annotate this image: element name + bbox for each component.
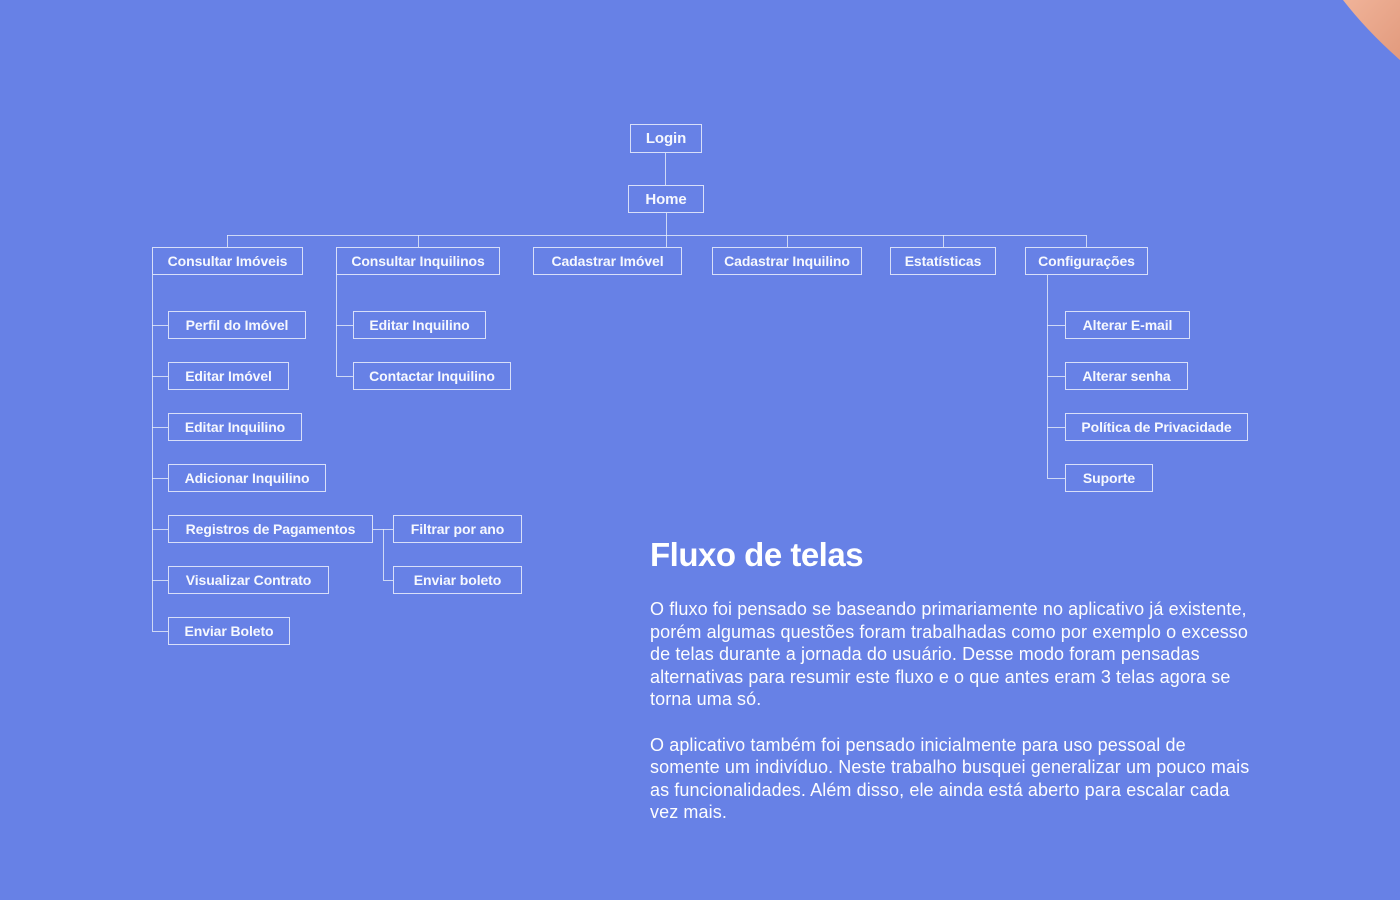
connector-line: [1086, 235, 1087, 247]
connector-line: [383, 580, 393, 581]
flow-node-home: Home: [628, 185, 704, 213]
connector-line: [152, 275, 153, 631]
flow-node-login: Login: [630, 124, 702, 153]
connector-line: [152, 529, 168, 530]
flow-node-enviar-boleto: Enviar Boleto: [168, 617, 290, 645]
article-paragraph: O fluxo foi pensado se baseando primaria…: [650, 599, 1249, 709]
connector-line: [1047, 478, 1065, 479]
connector-line: [152, 376, 168, 377]
page-title: Fluxo de telas: [650, 536, 864, 573]
flow-node-consultar-imoveis: Consultar Imóveis: [152, 247, 303, 275]
connector-line: [227, 235, 228, 247]
connector-line: [152, 478, 168, 479]
connector-line: [666, 213, 667, 247]
article: Fluxo de telas O fluxo foi pensado se ba…: [650, 536, 1255, 847]
flow-node-suporte: Suporte: [1065, 464, 1153, 492]
flow-node-alterar-email: Alterar E-mail: [1065, 311, 1190, 339]
connector-line: [336, 325, 353, 326]
flow-node-cadastrar-imovel: Cadastrar Imóvel: [533, 247, 682, 275]
flow-node-registros-de-pagamentos: Registros de Pagamentos: [168, 515, 373, 543]
flow-node-cadastrar-inquilino: Cadastrar Inquilino: [712, 247, 862, 275]
connector-line: [152, 427, 168, 428]
connector-line: [1047, 376, 1065, 377]
connector-line: [152, 325, 168, 326]
flow-node-configuracoes: Configurações: [1025, 247, 1148, 275]
flow-node-visualizar-contrato: Visualizar Contrato: [168, 566, 329, 594]
flow-node-enviar-boleto-2: Enviar boleto: [393, 566, 522, 594]
article-paragraph: O aplicativo também foi pensado inicialm…: [650, 734, 1250, 823]
flow-node-perfil-do-imovel: Perfil do Imóvel: [168, 311, 306, 339]
flow-node-consultar-inquilinos: Consultar Inquilinos: [336, 247, 500, 275]
flow-node-contactar-inquilino: Contactar Inquilino: [353, 362, 511, 390]
connector-line: [787, 235, 788, 247]
connector-line: [152, 580, 168, 581]
connector-line: [336, 376, 353, 377]
connector-line: [383, 529, 384, 580]
flow-node-filtrar-por-ano: Filtrar por ano: [393, 515, 522, 543]
connector-line: [1047, 427, 1065, 428]
flow-node-estatisticas: Estatísticas: [890, 247, 996, 275]
flow-node-editar-inquilino: Editar Inquilino: [168, 413, 302, 441]
connector-line: [1047, 325, 1065, 326]
flow-node-editar-imovel: Editar Imóvel: [168, 362, 289, 390]
flow-node-politica-de-privacidade: Política de Privacidade: [1065, 413, 1248, 441]
fingertip-photo-corner: [1343, 0, 1400, 60]
flow-node-adicionar-inquilino: Adicionar Inquilino: [168, 464, 326, 492]
connector-line: [152, 631, 168, 632]
connector-line: [227, 235, 1086, 236]
flow-node-alterar-senha: Alterar senha: [1065, 362, 1188, 390]
flow-node-editar-inquilino-2: Editar Inquilino: [353, 311, 486, 339]
connector-line: [665, 153, 666, 185]
connector-line: [418, 235, 419, 247]
connector-line: [943, 235, 944, 247]
